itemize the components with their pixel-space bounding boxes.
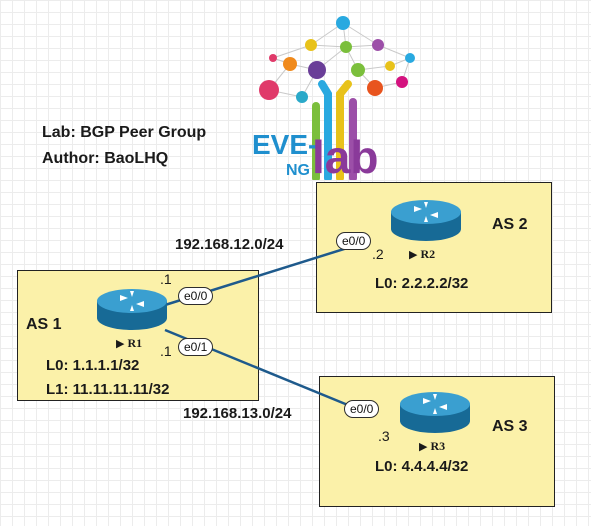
- as3-label: AS 3: [492, 418, 528, 435]
- r1-ip-link12: .1: [160, 271, 172, 287]
- logo-bars: [312, 80, 357, 180]
- r3-iface-e0-0[interactable]: e0/0: [344, 400, 380, 418]
- router-r1-icon[interactable]: [95, 287, 169, 333]
- router-arrows-icon: [120, 291, 144, 311]
- lab-title: Lab: BGP Peer Group: [42, 124, 207, 141]
- logo-text-eve: EVE-: [252, 129, 317, 160]
- r2-loopback-0: L0: 2.2.2.2/32: [375, 275, 469, 292]
- r3-loopback-0: L0: 4.4.4.4/32: [375, 458, 469, 475]
- play-triangle-icon: ▶: [419, 440, 428, 453]
- as2-label: AS 2: [492, 216, 528, 233]
- logo-network-nodes: [259, 16, 415, 103]
- r2-iface-e0-0[interactable]: e0/0: [336, 232, 372, 250]
- router-r1-label[interactable]: ▶ R1: [116, 336, 142, 351]
- r2-ip-link12: .2: [372, 246, 384, 262]
- router-r3-icon[interactable]: [398, 390, 472, 436]
- r3-ip-link13: .3: [378, 428, 390, 444]
- router-r2-icon[interactable]: [389, 198, 463, 244]
- play-triangle-icon: ▶: [116, 337, 125, 350]
- logo-text-ng: NG: [286, 162, 310, 179]
- router-r3-name: R3: [430, 439, 446, 453]
- router-r2-name: R2: [420, 247, 436, 261]
- subnet-r1-r3: 192.168.13.0/24: [183, 405, 292, 422]
- r1-iface-e0-1[interactable]: e0/1: [178, 338, 214, 356]
- router-r3-label[interactable]: ▶ R3: [419, 439, 445, 454]
- router-arrows-icon: [414, 202, 438, 222]
- as1-label: AS 1: [26, 316, 62, 333]
- router-arrows-icon: [423, 394, 447, 414]
- r1-loopback-0: L0: 1.1.1.1/32: [46, 357, 140, 374]
- subnet-r1-r2: 192.168.12.0/24: [175, 236, 284, 253]
- r1-iface-e0-0[interactable]: e0/0: [178, 287, 214, 305]
- play-triangle-icon: ▶: [409, 248, 418, 261]
- r1-loopback-1: L1: 11.11.11.11/32: [46, 381, 170, 398]
- r1-ip-link13: .1: [160, 343, 172, 359]
- eve-ng-lab-logo: EVE- NG lab: [252, 16, 415, 180]
- router-r2-label[interactable]: ▶ R2: [409, 247, 435, 262]
- lab-author: Author: BaoLHQ: [42, 150, 169, 167]
- logo-text-lab: lab: [312, 131, 378, 180]
- router-r1-name: R1: [127, 336, 143, 350]
